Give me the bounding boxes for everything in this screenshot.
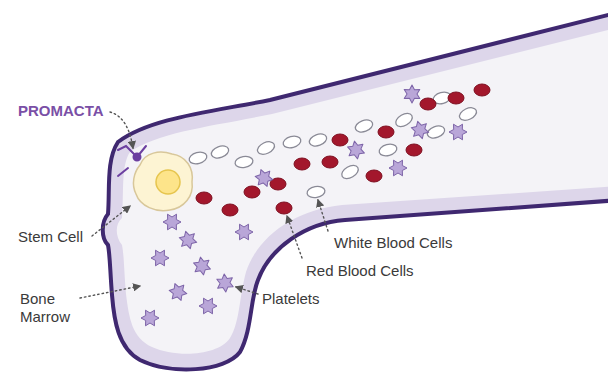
leader-line xyxy=(287,216,302,258)
white-blood-cell xyxy=(210,144,231,160)
leader-line xyxy=(110,112,133,148)
platelet xyxy=(389,160,407,176)
platelet xyxy=(199,298,217,314)
callout-label: Platelets xyxy=(262,290,320,308)
stem-cell-body xyxy=(133,152,192,211)
platelet xyxy=(345,140,367,161)
leader-line xyxy=(236,287,258,294)
leader-lines xyxy=(80,112,328,298)
leader-line xyxy=(80,286,140,298)
white-blood-cells xyxy=(188,90,479,199)
red-blood-cell xyxy=(276,202,292,214)
white-blood-cell xyxy=(234,155,254,169)
red-blood-cell xyxy=(378,126,394,138)
platelet xyxy=(141,310,159,326)
platelet xyxy=(214,272,237,294)
callout-label: Stem Cell xyxy=(18,228,83,246)
platelets xyxy=(141,83,467,326)
white-blood-cell xyxy=(393,111,414,130)
red-blood-cell xyxy=(474,84,490,96)
leader-line xyxy=(318,200,328,231)
white-blood-cell xyxy=(282,134,302,149)
red-blood-cells xyxy=(196,84,490,216)
red-blood-cell xyxy=(366,170,382,182)
platelet xyxy=(191,256,213,277)
platelet xyxy=(409,120,430,140)
white-blood-cell xyxy=(354,118,375,134)
white-blood-cell xyxy=(458,105,479,123)
white-blood-cell xyxy=(339,163,360,182)
red-blood-cell xyxy=(196,192,212,204)
callout-label: White Blood Cells xyxy=(334,234,452,252)
stem-cell-nucleus xyxy=(156,170,180,194)
promacta-dot xyxy=(134,154,141,161)
white-blood-cell xyxy=(378,142,398,157)
platelet xyxy=(400,83,423,106)
platelet xyxy=(449,124,467,140)
red-blood-cell xyxy=(322,156,338,168)
platelet xyxy=(163,214,181,230)
platelet xyxy=(177,230,198,250)
red-blood-cell xyxy=(448,92,464,104)
white-blood-cell xyxy=(306,185,326,199)
promacta-molecule xyxy=(118,146,146,176)
stem-cell xyxy=(133,152,192,211)
drug-label: PROMACTA xyxy=(18,102,104,120)
platelet xyxy=(254,169,274,187)
platelet xyxy=(151,250,169,266)
platelet xyxy=(235,224,253,240)
callout-label: Bone Marrow xyxy=(20,290,80,326)
bone-outline xyxy=(103,12,608,369)
leader-line xyxy=(92,206,130,236)
white-blood-cell xyxy=(256,139,277,157)
red-blood-cell xyxy=(406,144,422,156)
red-blood-cell xyxy=(420,98,436,110)
platelet xyxy=(168,283,188,301)
promacta-arm xyxy=(118,168,128,176)
white-blood-cell xyxy=(188,150,208,165)
red-blood-cell xyxy=(222,204,238,216)
red-blood-cell xyxy=(244,186,260,198)
white-blood-cell xyxy=(308,132,329,148)
red-blood-cell xyxy=(332,134,348,146)
callout-label: Red Blood Cells xyxy=(306,262,414,280)
red-blood-cell xyxy=(294,158,310,170)
marrow-cavity xyxy=(117,27,608,354)
